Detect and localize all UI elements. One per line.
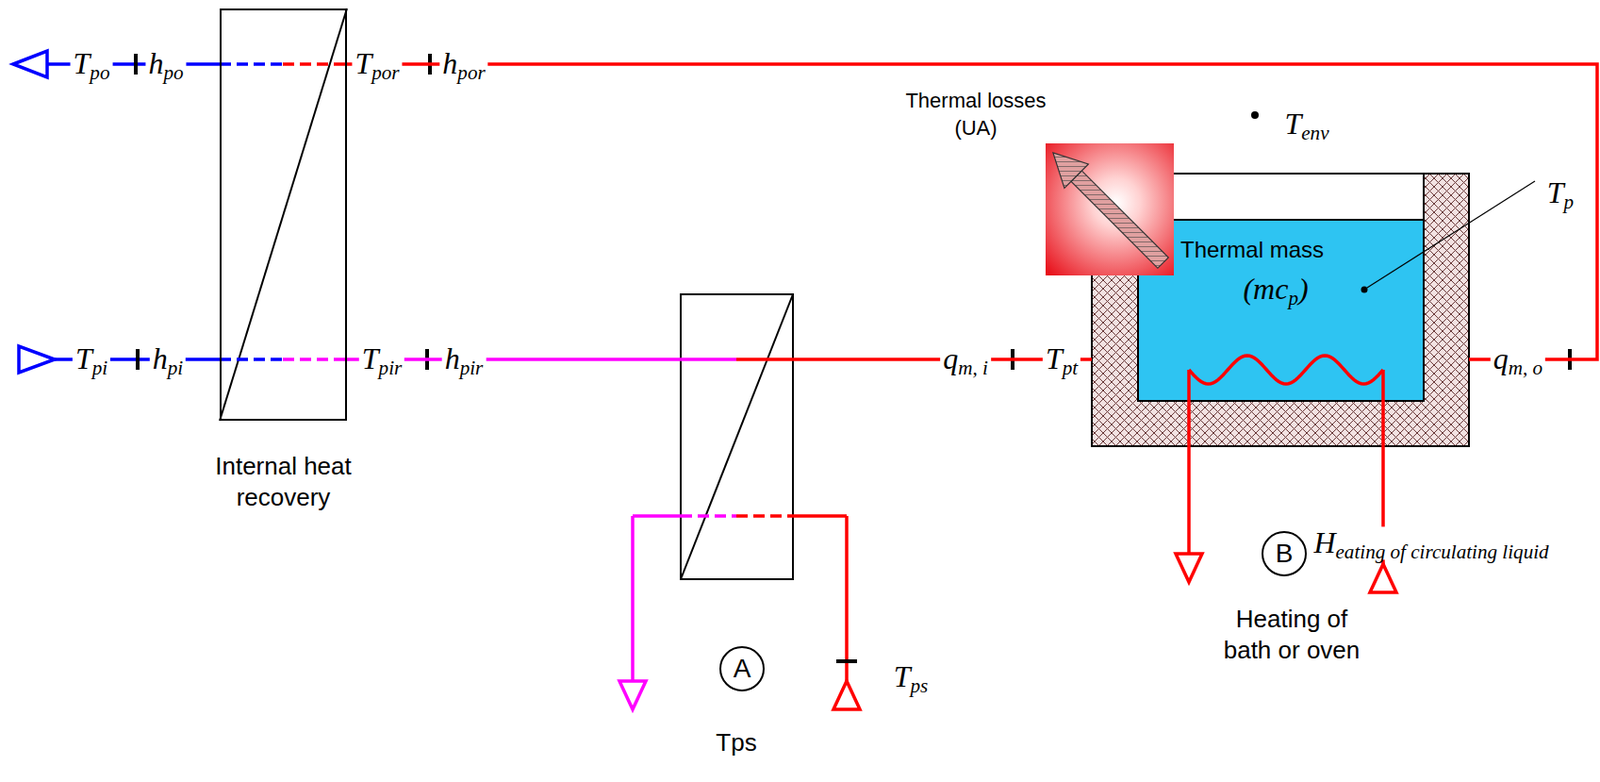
symbol-main: q: [942, 341, 958, 376]
symbol-subscript: pir: [379, 357, 403, 380]
symbol-subscript: pt: [1062, 357, 1078, 380]
temperature-symbol: Tpir: [359, 342, 405, 376]
symbol-subscript: p: [1287, 286, 1299, 310]
symbol-subscript: ps: [910, 675, 929, 698]
tank-caption: Thermal mass: [1180, 236, 1324, 264]
inlet-arrow: [833, 680, 860, 710]
symbol-subscript: pir: [460, 357, 484, 380]
leader-line: [1367, 181, 1535, 288]
inlet-arrow: [18, 346, 55, 373]
pipe: [680, 513, 737, 518]
symbol-main: T: [893, 659, 911, 693]
pipe: [282, 62, 347, 66]
symbol-main: T: [75, 341, 93, 376]
pipe: [792, 513, 847, 518]
outlet-arrow: [13, 50, 48, 78]
pipe: [219, 357, 283, 362]
symbol-main: h: [148, 46, 164, 81]
enthalpy-symbol: hpir: [442, 342, 487, 376]
circuit-marker: B: [1261, 530, 1307, 577]
heating-coil: [1188, 355, 1384, 384]
symbol-subscript: m, i: [957, 357, 989, 380]
pipe: [630, 515, 635, 681]
symbol-main: T: [1284, 106, 1302, 141]
exchanger-diagonal: [219, 8, 347, 421]
symbol-subscript: p: [1564, 191, 1575, 215]
symbol-subscript: por: [457, 62, 485, 85]
measure-ticks: [135, 53, 1570, 370]
temperature-symbol: Tp: [1544, 176, 1577, 210]
enthalpy-symbol: hpi: [149, 342, 186, 376]
temperature-symbol: Tpor: [351, 47, 402, 81]
temperature-symbol: Heating of circulating liquid: [1310, 526, 1551, 560]
outlet-arrow: [1175, 553, 1203, 582]
mass-flow-symbol: qm, o: [1490, 342, 1546, 376]
tank-liquid: [1138, 219, 1424, 401]
symbol-main: h: [442, 46, 458, 81]
circuit-caption: Heating of bath or oven: [1211, 603, 1372, 665]
symbol-main: h: [152, 341, 168, 376]
inlet-arrow: [1369, 563, 1397, 593]
symbol-main: H: [1313, 525, 1336, 560]
symbol-subscript: pi: [167, 357, 183, 380]
symbol-subscript: eating of circulating liquid: [1335, 541, 1549, 564]
symbol-subscript: po: [89, 62, 110, 85]
circuit-letter: A: [733, 655, 752, 682]
temperature-symbol: Tpt: [1042, 342, 1081, 376]
tank-headspace: [1138, 173, 1424, 220]
pipe: [632, 513, 681, 518]
exchanger-diagonal: [680, 294, 793, 579]
ambient-point: [1251, 111, 1259, 119]
circuit-marker: A: [719, 645, 765, 692]
loss-arrow: [1040, 140, 1175, 275]
measure-tick: [836, 659, 858, 663]
pipe: [282, 357, 347, 362]
heat-recovery-exchanger: Internal heat recovery: [219, 8, 347, 421]
mass-flow-symbol: qm, i: [940, 342, 991, 376]
process-pipe: [346, 64, 1598, 360]
bath-tank: Thermal mass (mcp): [1091, 173, 1469, 446]
pipe: [1187, 369, 1191, 554]
symbol-main: T: [73, 46, 91, 81]
pipe: [736, 513, 793, 518]
temperature-symbol: Tpi: [72, 342, 111, 376]
symbol-subscript: por: [371, 62, 399, 85]
loss-caption: Thermal losses (UA): [893, 87, 1059, 142]
symbol-main: T: [354, 46, 372, 81]
temperature-symbol: Tpo: [70, 47, 114, 81]
unit-caption: Internal heat recovery: [189, 450, 379, 512]
symbol-main: T: [1045, 341, 1063, 376]
circuit-caption: Tps: [621, 726, 853, 759]
symbol-subscript: po: [163, 62, 183, 85]
pipe: [844, 515, 849, 681]
symbol-main: T: [362, 341, 380, 376]
outlet-arrow: [619, 680, 646, 710]
leader-dot: [1361, 286, 1369, 294]
temperature-symbol: Tps: [890, 659, 932, 693]
symbol-main: ): [1298, 271, 1309, 306]
symbol-subscript: m, o: [1508, 357, 1543, 380]
heat-capacity-symbol: (mcp): [1242, 271, 1308, 307]
symbol-main: q: [1493, 341, 1509, 376]
temperature-symbol: Tenv: [1281, 107, 1332, 141]
enthalpy-symbol: hpor: [439, 47, 488, 81]
heat-exchanger: [680, 294, 793, 579]
circuit-letter: B: [1275, 540, 1294, 567]
symbol-subscript: env: [1301, 122, 1329, 146]
pipe: [219, 62, 283, 66]
symbol-main: (mc: [1242, 271, 1288, 306]
symbol-main: h: [445, 341, 461, 376]
symbol-main: T: [1547, 175, 1565, 210]
symbol-subscript: pi: [92, 357, 108, 380]
enthalpy-symbol: hpo: [145, 47, 186, 81]
